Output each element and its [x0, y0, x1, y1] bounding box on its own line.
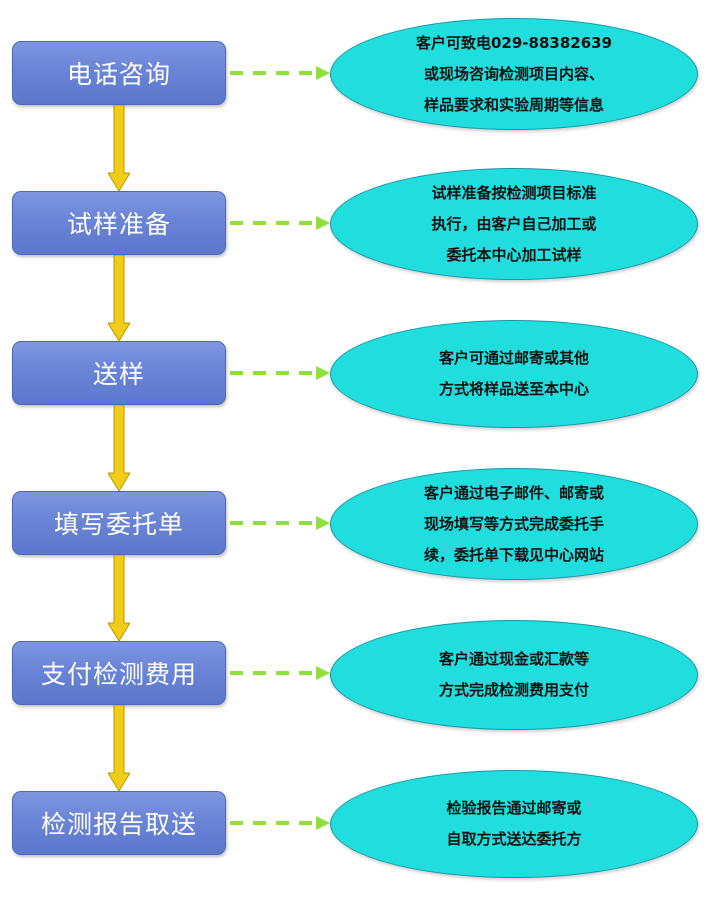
note-line: 自取方式送达委托方: [446, 830, 582, 848]
note-line: 客户可致电029-88382639: [415, 33, 613, 52]
dashed-arrow-icon: [228, 813, 332, 833]
note-line: 委托本中心加工试样: [446, 245, 582, 264]
note-line: 客户通过电子邮件、邮寄或: [423, 483, 604, 502]
down-arrow-icon: [108, 255, 130, 341]
note-line: 样品要求和实验周期等信息: [423, 95, 604, 114]
note-line: 或现场咨询检测项目内容、: [423, 64, 604, 83]
note-line: 客户通过现金或汇款等: [438, 650, 589, 668]
step-send-sample: 送样: [12, 341, 226, 405]
note-line: 方式完成检测费用支付: [438, 681, 589, 699]
dashed-arrow-icon: [228, 213, 332, 233]
step-phone-consult: 电话咨询: [12, 41, 226, 105]
dashed-arrow-icon: [228, 63, 332, 83]
step-fill-order-form: 填写委托单: [12, 491, 226, 555]
step-sample-prep: 试样准备: [12, 191, 226, 255]
dashed-arrow-icon: [228, 513, 332, 533]
note-pay-fee: 客户通过现金或汇款等 方式完成检测费用支付: [330, 620, 698, 730]
step-label: 支付检测费用: [40, 660, 197, 689]
note-line: 试样准备按检测项目标准: [431, 183, 597, 202]
down-arrow-icon: [108, 555, 130, 641]
step-label: 电话咨询: [66, 60, 171, 89]
note-report-delivery: 检验报告通过邮寄或 自取方式送达委托方: [330, 770, 698, 878]
note-phone-consult: 客户可致电029-88382639 或现场咨询检测项目内容、 样品要求和实验周期…: [330, 18, 698, 130]
step-report-delivery: 检测报告取送: [12, 791, 226, 855]
note-line: 方式将样品送至本中心: [438, 380, 589, 398]
down-arrow-icon: [108, 705, 130, 791]
note-line: 检验报告通过邮寄或: [446, 799, 582, 817]
dashed-arrow-icon: [228, 663, 332, 683]
step-label: 送样: [92, 360, 145, 389]
step-label: 填写委托单: [53, 510, 184, 539]
step-label: 检测报告取送: [40, 810, 197, 839]
note-line: 现场填写等方式完成委托手: [423, 514, 604, 533]
step-label: 试样准备: [66, 210, 171, 239]
note-line: 客户可通过邮寄或其他: [438, 349, 589, 367]
note-fill-order-form: 客户通过电子邮件、邮寄或 现场填写等方式完成委托手 续，委托单下载见中心网站: [330, 468, 698, 580]
dashed-arrow-icon: [228, 363, 332, 383]
step-pay-fee: 支付检测费用: [12, 641, 226, 705]
note-line: 续，委托单下载见中心网站: [423, 545, 604, 564]
note-sample-prep: 试样准备按检测项目标准 执行，由客户自己加工或 委托本中心加工试样: [330, 168, 698, 280]
down-arrow-icon: [108, 105, 130, 191]
note-line: 执行，由客户自己加工或: [431, 214, 597, 233]
note-send-sample: 客户可通过邮寄或其他 方式将样品送至本中心: [330, 320, 698, 428]
down-arrow-icon: [108, 405, 130, 491]
